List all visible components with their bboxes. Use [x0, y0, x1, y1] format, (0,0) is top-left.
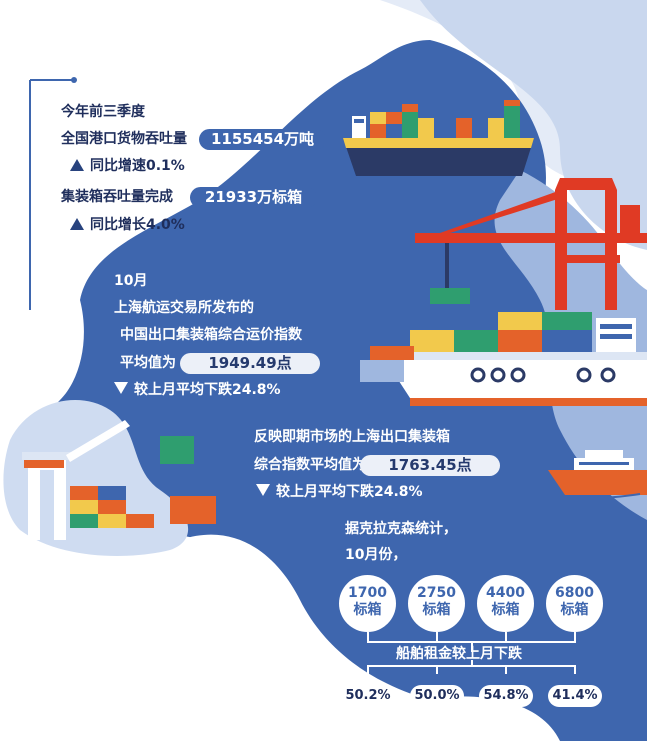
passenger-ferry-icon: [534, 450, 647, 500]
spot-market-line1: 反映即期市场的上海出口集装箱: [254, 429, 450, 445]
lower-white-swoosh: [0, 530, 540, 741]
down-triangle-icon: [256, 484, 270, 496]
avg-change-text: 较上月平均下跌24.8%: [134, 382, 281, 398]
decline-3: 54.8%: [479, 685, 533, 707]
throughput-change: 同比增速0.1%: [70, 157, 185, 175]
gantry-crane-icon: [415, 178, 647, 310]
throughput-change-text: 同比增速0.1%: [90, 158, 185, 174]
month-label-2: 10月份，: [345, 547, 407, 563]
ship-size-value: 2750: [417, 585, 456, 601]
ship-size-unit: 标箱: [560, 602, 589, 618]
source-label: 据克拉克森统计，: [345, 521, 457, 537]
spot-change-text: 较上月平均下跌24.8%: [276, 484, 423, 500]
main-cargo-ship-icon: [360, 312, 647, 406]
section-bracket: [29, 79, 74, 310]
decline-2: 50.0%: [410, 685, 464, 707]
rent-label: 船舶租金较上月下跌: [396, 646, 522, 662]
container-change: 同比增长4.0%: [70, 216, 185, 234]
exchange-line2: 中国出口集装箱综合运价指数: [120, 327, 302, 343]
ship-size-unit: 标箱: [353, 602, 382, 618]
container-value: 21933万标箱: [190, 187, 317, 208]
up-triangle-icon: [70, 218, 84, 230]
spot-index-label: 综合指数平均值为: [254, 457, 366, 473]
avg-value: 1949.49点: [180, 353, 320, 374]
throughput-label: 全国港口货物吞吐量: [61, 131, 187, 147]
ship-size-value: 6800: [555, 585, 594, 601]
ship-size-unit: 标箱: [491, 602, 520, 618]
spot-index-value: 1763.45点: [360, 455, 500, 476]
up-triangle-icon: [70, 159, 84, 171]
avg-label: 平均值为: [120, 355, 176, 371]
decline-1: 50.2%: [341, 685, 395, 707]
ship-size-value: 1700: [348, 585, 387, 601]
decline-4: 41.4%: [548, 685, 602, 707]
ship-size-unit: 标箱: [422, 602, 451, 618]
container-change-text: 同比增长4.0%: [90, 217, 185, 233]
container-label: 集装箱吞吐量完成: [61, 189, 173, 205]
throughput-value: 1155454万吨: [199, 129, 326, 150]
period-label: 今年前三季度: [61, 104, 145, 120]
month-label: 10月: [114, 273, 148, 289]
ship-size-value: 4400: [486, 585, 525, 601]
cargo-ship-icon: [343, 100, 534, 176]
container-stack-icon: [22, 420, 216, 540]
avg-change: 较上月平均下跌24.8%: [114, 381, 281, 399]
exchange-line1: 上海航运交易所发布的: [114, 300, 254, 316]
down-triangle-icon: [114, 382, 128, 394]
spot-change: 较上月平均下跌24.8%: [256, 483, 423, 501]
connector-lines: [367, 632, 576, 674]
